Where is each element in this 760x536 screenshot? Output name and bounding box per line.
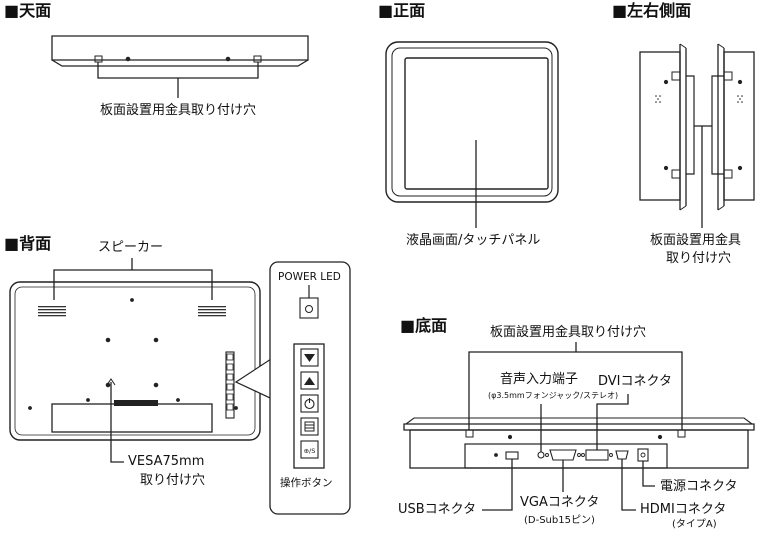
front-view-drawing xyxy=(385,41,559,228)
input-select-icon: ⊕/S xyxy=(304,447,316,455)
side-view-drawing xyxy=(639,43,755,228)
back-view-drawing xyxy=(9,258,301,463)
up-arrow-icon xyxy=(304,377,315,385)
top-view-drawing xyxy=(51,35,309,98)
vga-sub-label: (D-Sub15ピン) xyxy=(524,515,595,526)
hdmi-sub-label: (タイプA) xyxy=(672,519,717,530)
bottom-view-title: ■底面 xyxy=(400,316,448,335)
operation-buttons-label: 操作ボタン xyxy=(280,477,333,489)
hdmi-connector-label: HDMIコネクタ xyxy=(640,502,727,517)
vga-connector-label: VGAコネクタ xyxy=(520,495,600,510)
side-mount-holes-label-2: 取り付け穴 xyxy=(666,251,732,266)
button-panel-drawing xyxy=(269,261,351,515)
usb-connector-label: USBコネクタ xyxy=(398,502,477,517)
side-view-title: ■左右側面 xyxy=(612,1,692,20)
top-view-title: ■天面 xyxy=(4,1,52,20)
audio-input-sub-label: (φ3.5mmフォンジャック/ステレオ) xyxy=(488,391,619,400)
bottom-mount-holes-label: 板面設置用金具取り付け穴 xyxy=(490,325,647,340)
button-panel-icons: ⊕/S xyxy=(304,354,316,455)
menu-icon xyxy=(304,421,315,432)
power-icon xyxy=(304,398,315,410)
vesa-label-1: VESA75mm xyxy=(128,454,205,469)
front-view-title: ■正面 xyxy=(378,1,426,20)
down-arrow-icon xyxy=(304,354,315,362)
back-view-title: ■背面 xyxy=(4,234,52,253)
bottom-view-drawing xyxy=(403,342,755,511)
power-connector-label: 電源コネクタ xyxy=(660,479,738,494)
dvi-connector-label: DVIコネクタ xyxy=(598,374,672,389)
audio-input-label: 音声入力端子 xyxy=(500,372,579,387)
side-mount-holes-label-1: 板面設置用金具 xyxy=(650,233,742,248)
vesa-label-2: 取り付け穴 xyxy=(140,473,206,488)
front-lcd-label: 液晶画面/タッチパネル xyxy=(406,233,541,248)
power-led-label: POWER LED xyxy=(278,271,341,283)
speaker-label: スピーカー xyxy=(98,240,164,255)
top-mount-holes-label: 板面設置用金具取り付け穴 xyxy=(100,103,257,118)
